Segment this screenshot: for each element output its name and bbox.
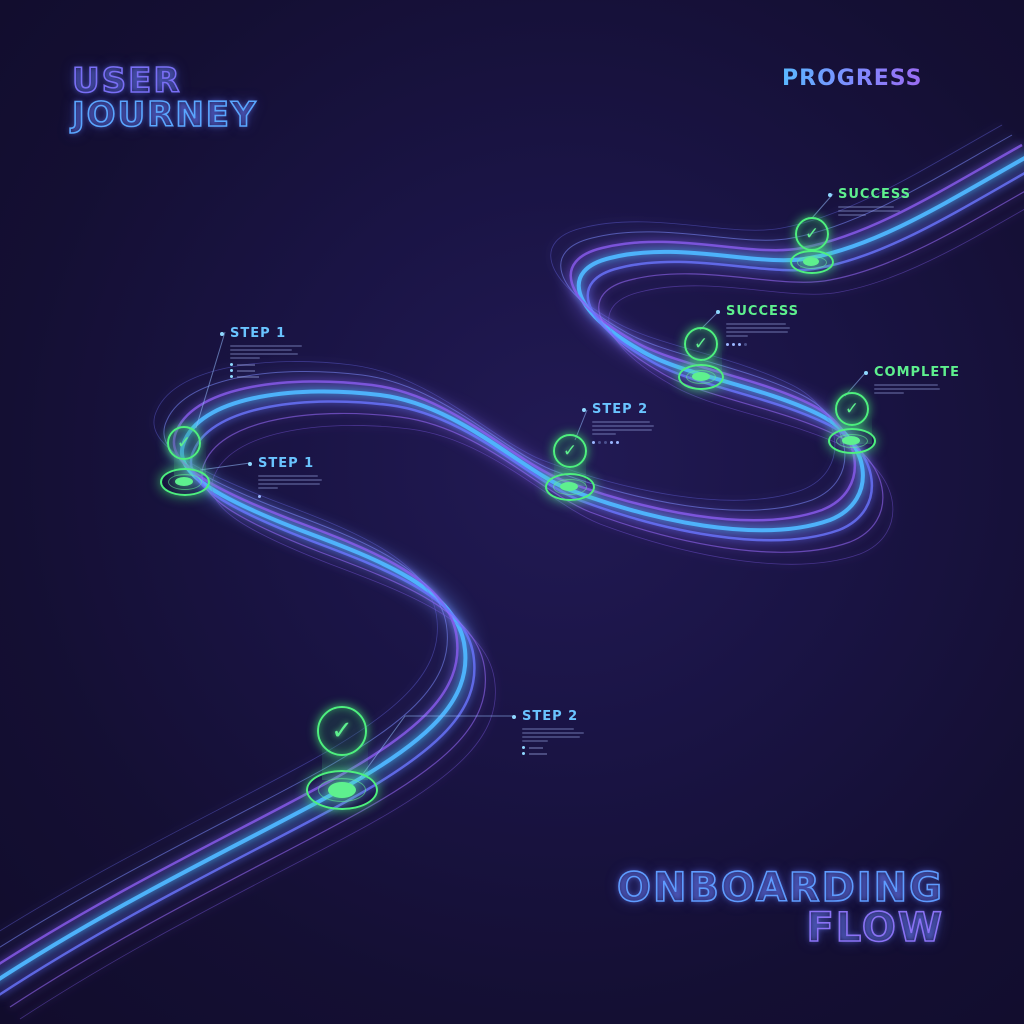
callout-label: STEP 2 [592, 402, 649, 417]
callout-description [726, 323, 799, 337]
milestone-success-top[interactable]: ✓ [786, 212, 846, 292]
callout-complete: COMPLETE [864, 365, 960, 394]
callout-dots [726, 343, 799, 346]
callout-step2-middle: STEP 2 [582, 402, 654, 444]
bullet-dot [864, 370, 868, 375]
callout-description [230, 345, 302, 359]
check-icon: ✓ [562, 440, 578, 461]
callout-step1-lower: STEP 1 [248, 456, 322, 498]
callout-description [258, 475, 322, 489]
milestone-badge: ✓ [795, 217, 829, 251]
title-line-2: FLOW [806, 905, 944, 951]
callout-step1-upper: STEP 1 [220, 326, 302, 378]
callout-dots [592, 441, 654, 444]
callout-step2-bottom: STEP 2 [512, 709, 584, 755]
milestone-step2-middle[interactable]: ✓ [540, 430, 600, 510]
check-icon: ✓ [176, 432, 192, 453]
callout-label: SUCCESS [838, 187, 912, 202]
callout-success-top: SUCCESS [828, 187, 911, 216]
milestone-step2-bottom[interactable]: ✓ [300, 700, 390, 820]
title-onboarding-flow: ONBOARDING FLOW [616, 865, 944, 951]
milestone-pad [160, 468, 210, 496]
callout-bullet-list [230, 363, 302, 378]
progress-heading: PROGRESS [782, 66, 923, 91]
milestone-step1[interactable]: ✓ [160, 420, 220, 500]
milestone-pad [545, 473, 595, 501]
check-icon: ✓ [804, 223, 820, 244]
milestone-badge: ✓ [553, 434, 587, 468]
milestone-badge: ✓ [835, 392, 869, 426]
callout-label: COMPLETE [874, 365, 960, 380]
callout-label: STEP 1 [230, 326, 287, 341]
title-user-journey: USER JOURNEY [71, 61, 258, 135]
title-line-1: ONBOARDING [616, 865, 944, 911]
milestone-pad [306, 770, 378, 810]
milestone-success-middle[interactable]: ✓ [676, 322, 736, 402]
milestone-pad [828, 428, 876, 454]
bullet-dot [828, 192, 832, 197]
bullet-dot [220, 331, 224, 336]
callout-label: STEP 1 [258, 456, 315, 471]
milestone-complete[interactable]: ✓ [826, 388, 886, 468]
check-icon: ✓ [331, 716, 353, 746]
callout-dots [258, 495, 322, 498]
milestone-pad [678, 364, 724, 390]
title-line-2: JOURNEY [71, 95, 258, 135]
milestone-badge: ✓ [317, 706, 367, 756]
callout-success-middle: SUCCESS [716, 304, 799, 346]
callout-label: STEP 2 [522, 709, 579, 724]
bullet-dot [512, 714, 516, 719]
callout-description [874, 384, 960, 394]
milestone-badge: ✓ [167, 426, 201, 460]
callout-bullet-list [522, 746, 584, 755]
bullet-dot [248, 461, 252, 466]
title-line-1: USER [71, 61, 182, 101]
callout-description [522, 728, 584, 742]
callout-label: SUCCESS [726, 304, 800, 319]
check-icon: ✓ [693, 333, 709, 354]
bullet-dot [582, 407, 586, 412]
callout-description [838, 206, 911, 216]
check-icon: ✓ [844, 398, 860, 419]
milestone-pad [790, 250, 834, 274]
bullet-dot [716, 309, 720, 314]
milestone-badge: ✓ [684, 327, 718, 361]
callout-description [592, 421, 654, 435]
